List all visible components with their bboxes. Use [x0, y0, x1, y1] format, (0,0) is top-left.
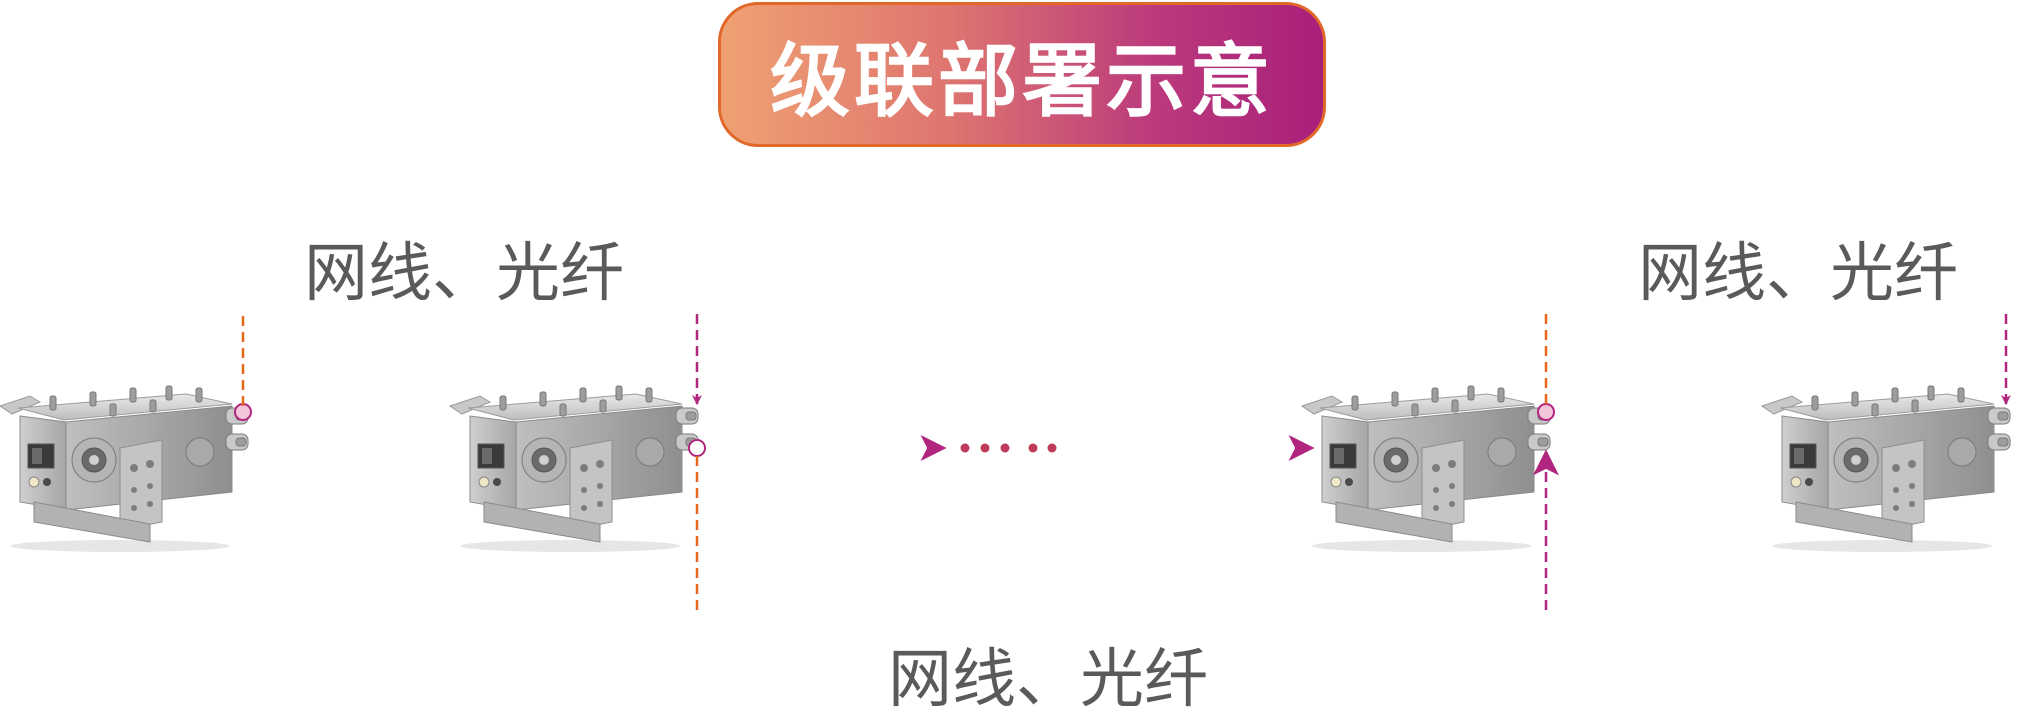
link-d2-d3-bottom: [695, 449, 1559, 612]
label-top-right: 网线、光纤: [1638, 237, 1958, 311]
ellipsis-dots: [960, 443, 1057, 453]
device-4: [1761, 385, 2011, 553]
label-top-left: 网线、光纤: [304, 237, 624, 311]
port-d2-bottom: [688, 439, 706, 457]
device-2: [449, 385, 699, 553]
cascade-diagram: [0, 312, 2011, 612]
link-d3-d4: [1544, 312, 2011, 405]
title-banner: 级联部署示意: [718, 2, 1326, 147]
diagram-title: 级联部署示意: [770, 34, 1274, 128]
device-3: [1301, 385, 1551, 553]
port-d1-top: [234, 403, 252, 421]
device-1: [0, 385, 249, 553]
port-d3-top: [1537, 403, 1555, 421]
link-d1-d2: [241, 312, 702, 406]
